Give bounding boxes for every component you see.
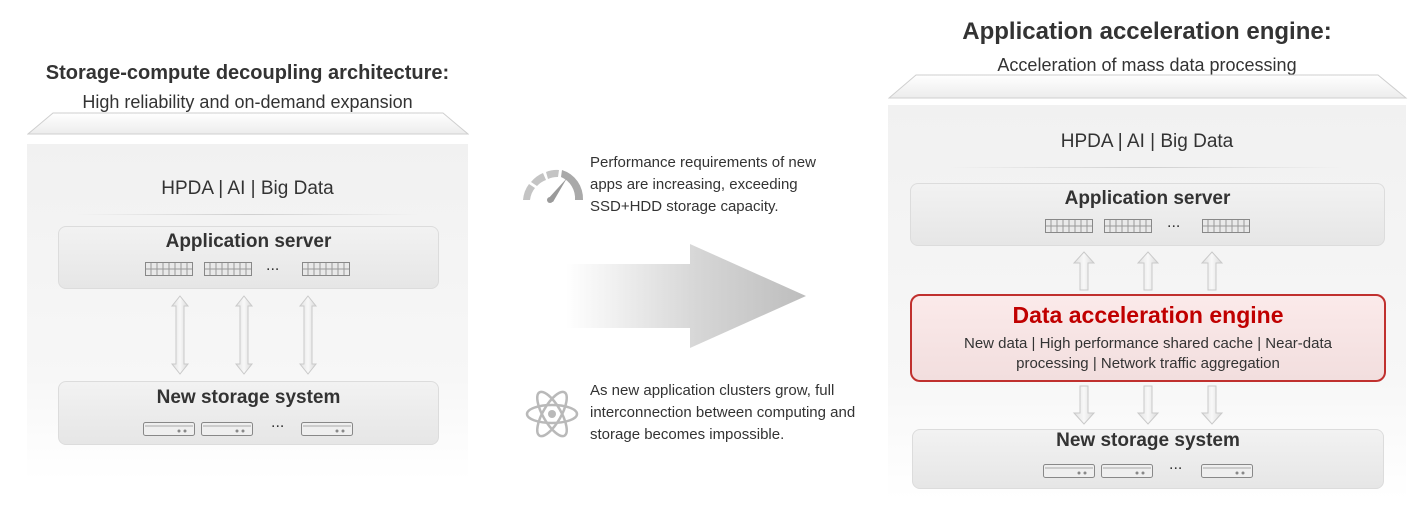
- right-up-arrows: [1072, 251, 1224, 291]
- right-divider: [946, 167, 1346, 168]
- cluster-text: As new application clusters grow, full i…: [590, 382, 856, 443]
- left-link-arrows: [170, 295, 318, 375]
- atom-icon: [525, 390, 579, 438]
- left-subtitle: High reliability and on-demand expansion: [82, 92, 413, 112]
- right-subtitle: Acceleration of mass data processing: [997, 55, 1297, 75]
- left-title: Storage-compute decoupling architecture:: [45, 62, 450, 84]
- server-icon: [145, 262, 193, 276]
- up-arrow-icon: [1200, 251, 1224, 291]
- data-acceleration-engine-box: Data acceleration engine New data | High…: [910, 294, 1386, 382]
- right-storage-label: New storage system: [1056, 430, 1240, 451]
- right-down-arrows: [1072, 385, 1224, 425]
- double-arrow-icon: [234, 295, 254, 375]
- server-icon: [1104, 219, 1152, 233]
- storage-drive-icon: [143, 422, 195, 436]
- right-workloads: HPDA | AI | Big Data: [1060, 131, 1234, 152]
- performance-text: Performance requirements of new apps are…: [590, 154, 816, 215]
- server-icon: [1202, 219, 1250, 233]
- big-arrow-icon: [566, 244, 806, 348]
- left-roof: [27, 112, 469, 135]
- left-storage-label: New storage system: [156, 387, 341, 408]
- right-server-icons: ...: [1045, 214, 1255, 235]
- down-arrow-icon: [1200, 385, 1224, 425]
- right-storage-box: New storage system ...: [912, 429, 1384, 489]
- storage-drive-icon: [1101, 464, 1153, 478]
- left-storage-ellipsis: ...: [271, 414, 285, 431]
- left-divider: [77, 214, 418, 215]
- left-workloads: HPDA | AI | Big Data: [161, 178, 334, 199]
- right-app-server-label: Application server: [1064, 188, 1231, 209]
- left-storage-icons: ...: [143, 414, 355, 438]
- down-arrow-icon: [1072, 385, 1096, 425]
- server-icon: [1045, 219, 1093, 233]
- storage-drive-icon: [301, 422, 353, 436]
- left-server-icons: ...: [145, 257, 355, 278]
- storage-drive-icon: [201, 422, 253, 436]
- right-roof: [888, 74, 1408, 99]
- server-icon: [302, 262, 350, 276]
- right-title: Application acceleration engine:: [962, 18, 1332, 45]
- right-storage-ellipsis: ...: [1169, 456, 1183, 473]
- engine-features: New data | High performance shared cache…: [964, 335, 1332, 372]
- right-app-server-box: Application server ...: [910, 183, 1385, 246]
- double-arrow-icon: [298, 295, 318, 375]
- speedometer-icon: [523, 169, 584, 203]
- engine-title: Data acceleration engine: [1012, 302, 1284, 328]
- down-arrow-icon: [1136, 385, 1160, 425]
- double-arrow-icon: [170, 295, 190, 375]
- right-storage-icons: ...: [1043, 456, 1255, 480]
- server-icon: [204, 262, 252, 276]
- left-app-server-box: Application server ...: [58, 226, 439, 289]
- storage-drive-icon: [1201, 464, 1253, 478]
- right-server-ellipsis: ...: [1167, 214, 1181, 231]
- up-arrow-icon: [1072, 251, 1096, 291]
- left-server-ellipsis: ...: [266, 257, 280, 274]
- left-app-server-label: Application server: [165, 231, 332, 252]
- up-arrow-icon: [1136, 251, 1160, 291]
- storage-drive-icon: [1043, 464, 1095, 478]
- left-storage-box: New storage system ...: [58, 381, 439, 445]
